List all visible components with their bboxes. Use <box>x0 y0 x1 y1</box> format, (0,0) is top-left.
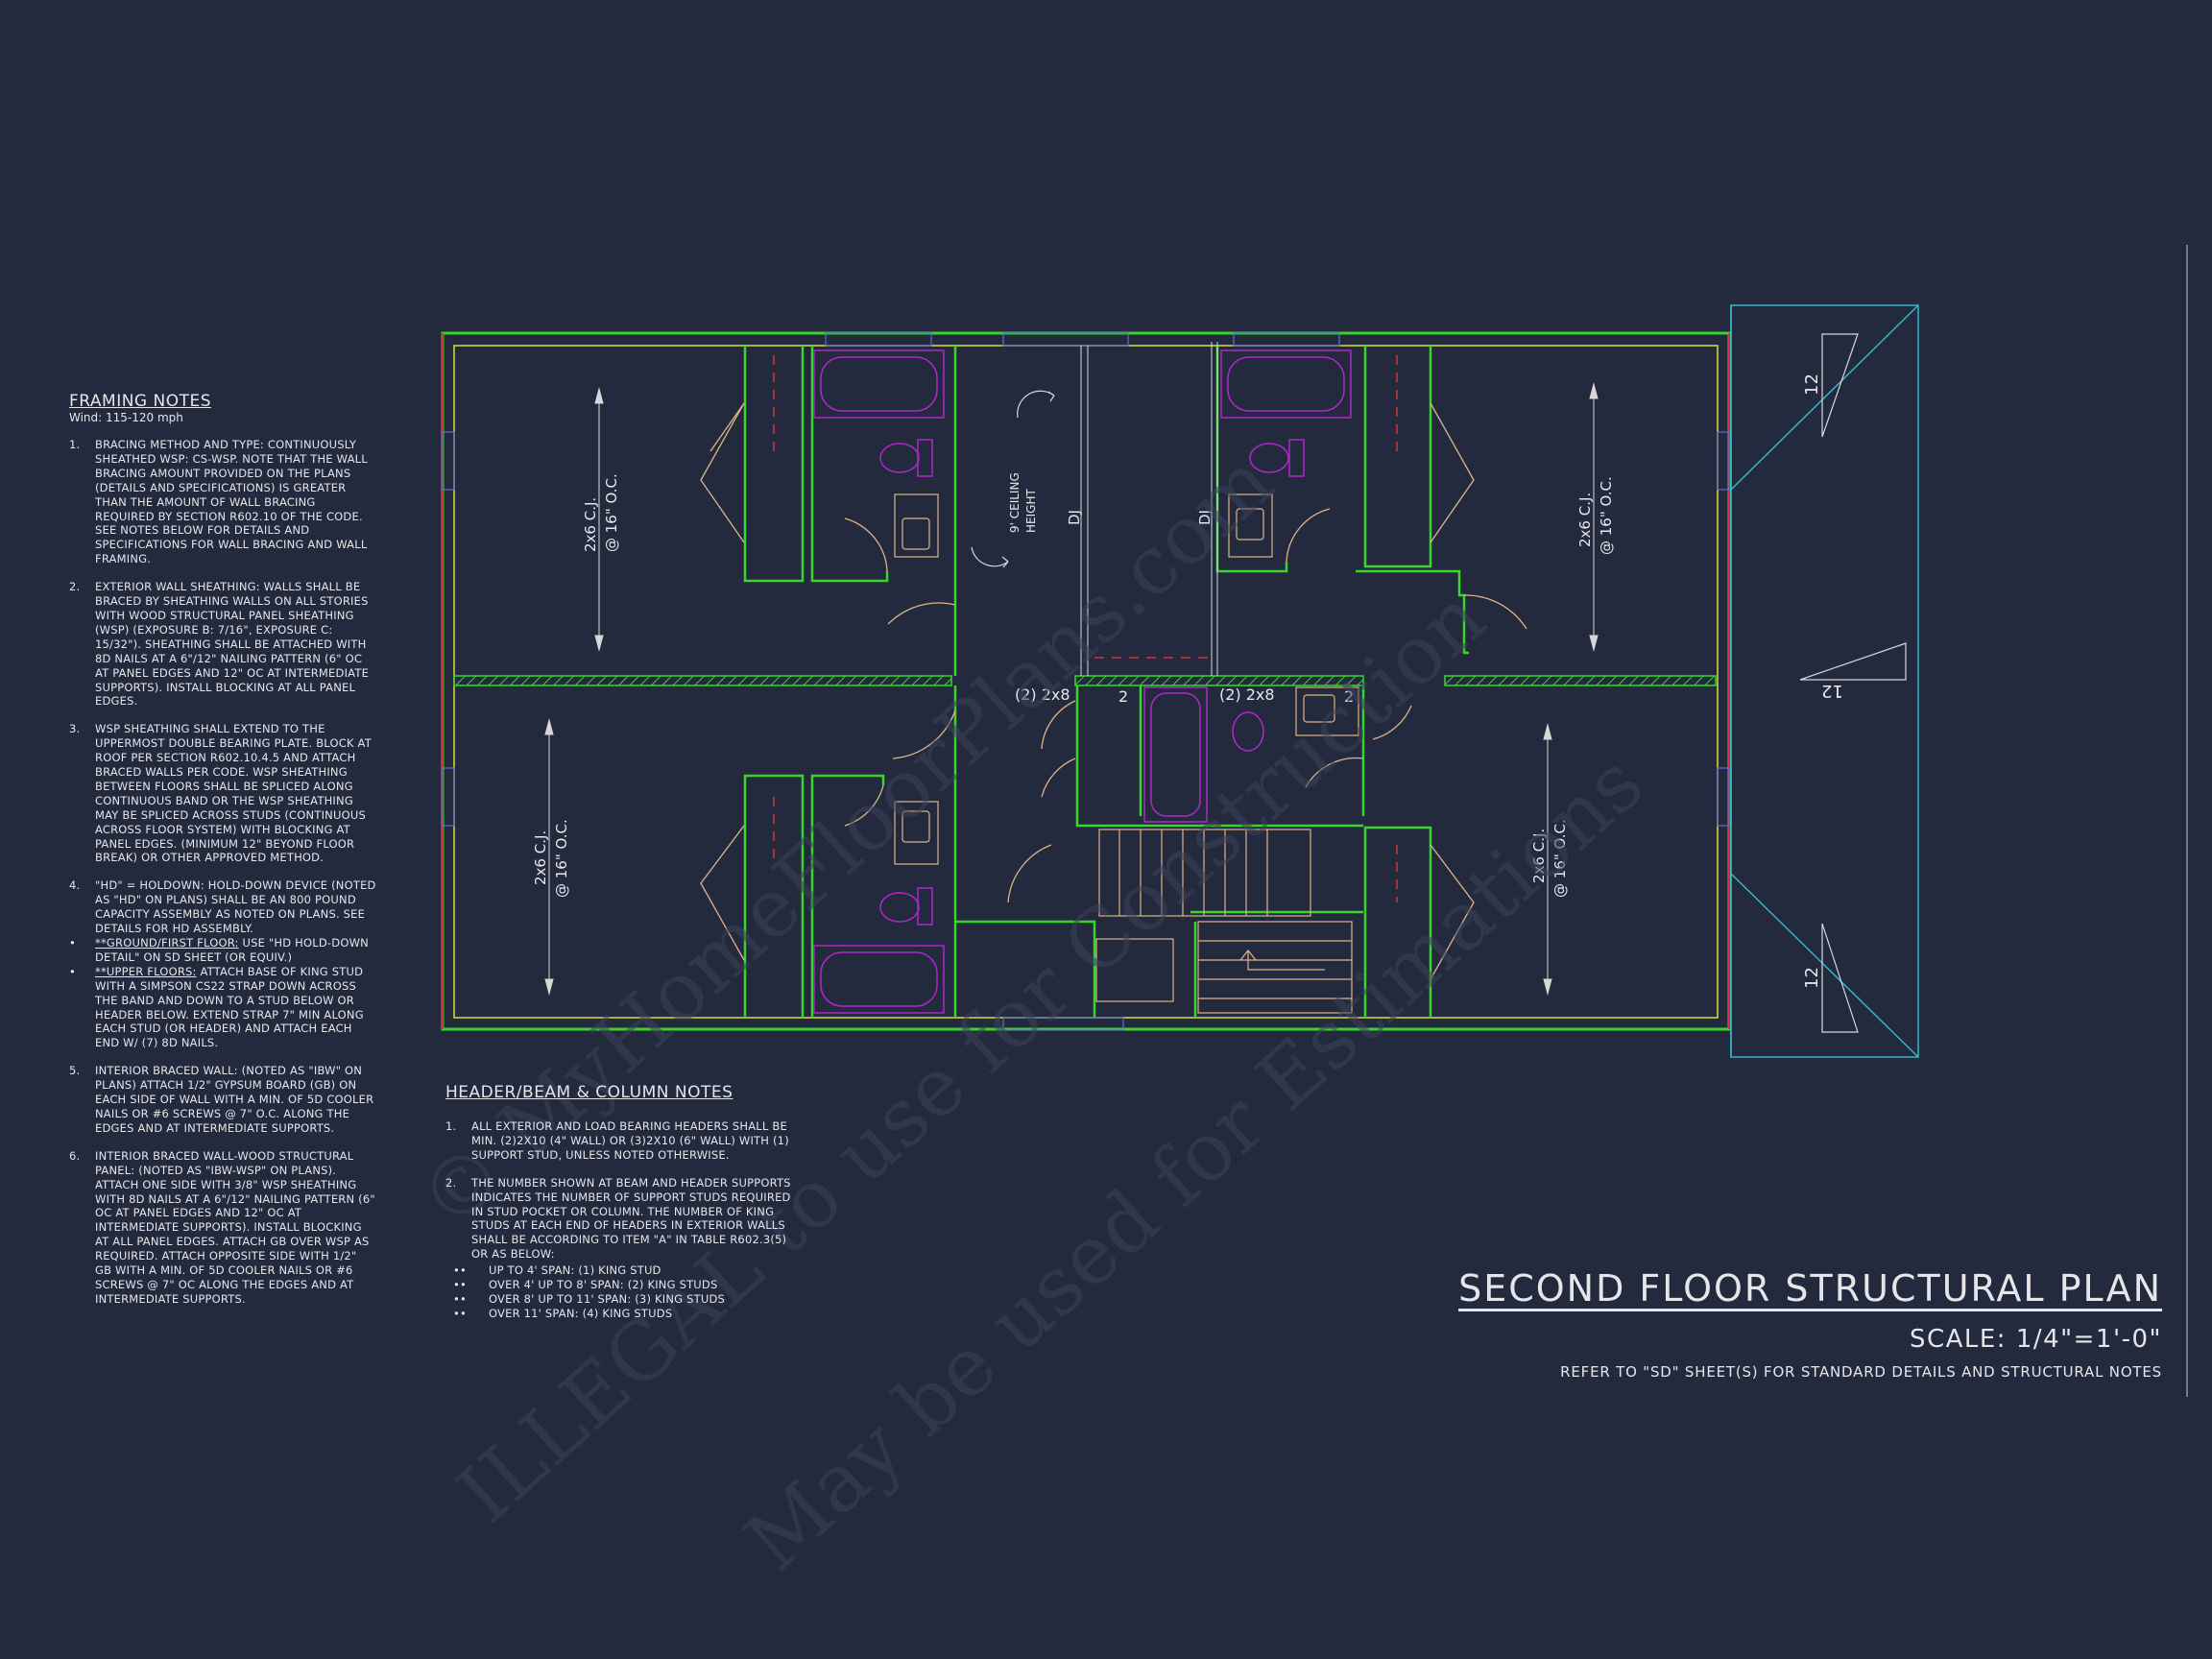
framing-note-6: 6. INTERIOR BRACED WALL-WOOD STRUCTURAL P… <box>69 1149 376 1307</box>
ceiling-label-2: HEIGHT <box>1024 489 1038 533</box>
note-text: THE NUMBER SHOWN AT BEAM AND HEADER SUPP… <box>471 1175 791 1262</box>
ceiling-arrows <box>971 390 1055 568</box>
note-text: WSP SHEATHING SHALL EXTEND TO THE UPPERM… <box>95 722 372 865</box>
beam-lines <box>773 355 1398 902</box>
pitch-triangles <box>1799 333 1907 1033</box>
vanities <box>894 493 1359 1002</box>
note-text: INTERIOR BRACED WALL-WOOD STRUCTURAL PAN… <box>95 1148 375 1306</box>
note-number: 3. <box>69 722 81 736</box>
interior-walls <box>743 346 1469 1018</box>
cj-label-bottom-right: 2x6 C.J. <box>1530 829 1548 883</box>
note-text: BRACING METHOD AND TYPE: CONTINUOUSLY SH… <box>95 438 368 566</box>
king-stud-rule-2: OVER 4' UP TO 8' SPAN: (2) KING STUDS <box>445 1278 791 1292</box>
bath-fixtures <box>813 349 1352 1014</box>
floor-band <box>453 675 1717 686</box>
sheet-reference-note: REFER TO "SD" SHEET(S) FOR STANDARD DETA… <box>1560 1363 2162 1381</box>
note-text: "HD" = HOLDOWN: HOLD-DOWN DEVICE (NOTED … <box>95 878 376 936</box>
framing-notes: FRAMING NOTES Wind: 115-120 mph 1. BRACIN… <box>69 392 376 1320</box>
roof-section <box>1730 304 1919 1058</box>
ceiling-label-1: 9' CEILING <box>1008 472 1022 533</box>
framing-note-3: 3. WSP SHEATHING SHALL EXTEND TO THE UPPE… <box>69 722 376 865</box>
framing-note-2: 2. EXTERIOR WALL SHEATHING: WALLS SHALL B… <box>69 580 376 709</box>
framing-note-5: 5. INTERIOR BRACED WALL: (NOTED AS "IBW" … <box>69 1064 376 1136</box>
note-number: 2. <box>445 1175 457 1190</box>
bullet-label: **GROUND/FIRST FLOOR: <box>95 936 239 950</box>
stud-count-1: 2 <box>1118 687 1128 706</box>
staircase <box>1098 829 1353 1014</box>
sheet-scale: SCALE: 1/4"=1'-0" <box>1909 1325 2162 1354</box>
note-text: INTERIOR BRACED WALL: (NOTED AS "IBW" ON… <box>95 1064 374 1135</box>
header-label-2: (2) 2x8 <box>1219 685 1275 704</box>
pitch-label-top: 12 <box>1802 373 1822 396</box>
sheet-title: SECOND FLOOR STRUCTURAL PLAN <box>1458 1267 2162 1310</box>
dj-label-1: DJ <box>1066 510 1083 525</box>
holdown-bullet-upper: **UPPER FLOORS: ATTACH BASE OF KING STUD… <box>69 965 376 1050</box>
header-note-2: 2. THE NUMBER SHOWN AT BEAM AND HEADER SU… <box>445 1176 791 1262</box>
note-number: 1. <box>69 438 81 451</box>
drop-joist-lines <box>1080 342 1218 676</box>
pitch-label-bottom: 12 <box>1802 967 1822 989</box>
king-stud-rule-3: OVER 8' UP TO 11' SPAN: (3) KING STUDS <box>445 1292 791 1307</box>
framing-note-4: 4. "HD" = HOLDOWN: HOLD-DOWN DEVICE (NOTE… <box>69 878 376 936</box>
king-stud-rule-1: UP TO 4' SPAN: (1) KING STUD <box>445 1263 791 1278</box>
windows <box>442 332 1730 1031</box>
plan-labels: 2x6 C.J. @ 16" O.C. 2x6 C.J. @ 16" O.C. … <box>532 373 1843 989</box>
note-text: ALL EXTERIOR AND LOAD BEARING HEADERS SH… <box>471 1119 789 1162</box>
note-number: 6. <box>69 1148 81 1163</box>
cj-label-top-right: 2x6 C.J. <box>1576 493 1594 547</box>
king-stud-rule-4: OVER 11' SPAN: (4) KING STUDS <box>445 1307 791 1321</box>
oc-label-top-left: @ 16" O.C. <box>603 473 620 552</box>
oc-label-bottom-left: @ 16" O.C. <box>553 819 570 898</box>
oc-label-bottom-right: @ 16" O.C. <box>1551 819 1569 898</box>
pitch-label-mid: 12 <box>1821 681 1843 701</box>
stud-count-2: 2 <box>1344 687 1354 706</box>
note-number: 2. <box>69 580 81 594</box>
header-label-1: (2) 2x8 <box>1015 685 1070 704</box>
note-number: 4. <box>69 878 81 893</box>
cj-label-top-left: 2x6 C.J. <box>582 497 599 552</box>
header-note-1: 1. ALL EXTERIOR AND LOAD BEARING HEADERS … <box>445 1119 791 1163</box>
dj-label-2: DJ <box>1196 510 1214 525</box>
doors <box>700 402 1527 980</box>
title-block: SECOND FLOOR STRUCTURAL PLAN SCALE: 1/4"… <box>1458 1267 2162 1381</box>
joist-arrows <box>544 382 1599 996</box>
framing-note-1: 1. BRACING METHOD AND TYPE: CONTINUOUSLY … <box>69 438 376 566</box>
bullet-text: USE "HD HOLD-DOWN DETAIL" ON SD SHEET (O… <box>95 936 369 964</box>
oc-label-top-right: @ 16" O.C. <box>1598 476 1615 555</box>
note-number: 1. <box>445 1119 457 1133</box>
cj-label-bottom-left: 2x6 C.J. <box>532 830 549 885</box>
header-notes-title: HEADER/BEAM & COLUMN NOTES <box>445 1083 733 1102</box>
holdown-bullet-ground: **GROUND/FIRST FLOOR: USE "HD HOLD-DOWN … <box>69 936 376 965</box>
header-beam-notes: HEADER/BEAM & COLUMN NOTES 1. ALL EXTERIO… <box>445 1083 791 1321</box>
note-number: 5. <box>69 1064 81 1078</box>
framing-notes-title: FRAMING NOTES <box>69 392 212 411</box>
wind-speed: Wind: 115-120 mph <box>69 411 183 424</box>
note-text: EXTERIOR WALL SHEATHING: WALLS SHALL BE … <box>95 580 370 709</box>
bullet-label: **UPPER FLOORS: <box>95 964 197 978</box>
bullet-text: ATTACH BASE OF KING STUD WITH A SIMPSON … <box>95 964 364 1050</box>
